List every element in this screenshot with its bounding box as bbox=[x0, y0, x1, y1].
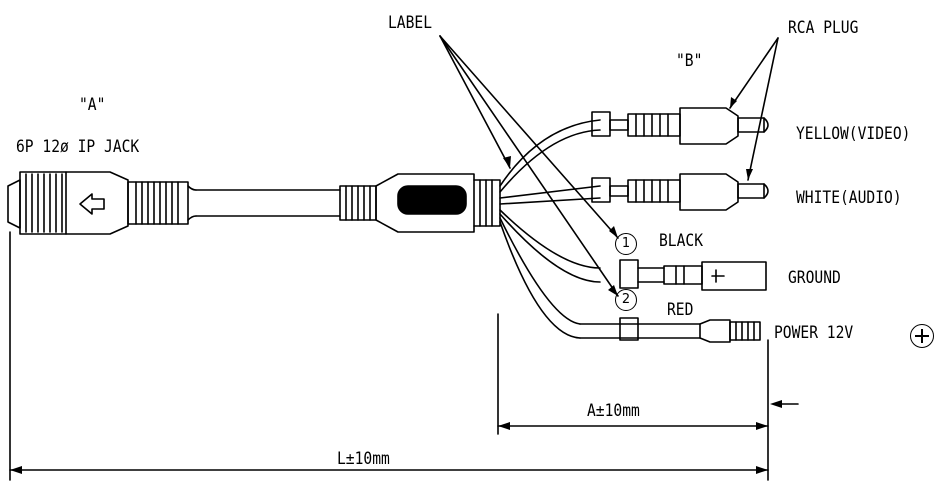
rca-plug-white bbox=[591, 173, 769, 211]
rca-plug-label: RCA PLUG bbox=[788, 18, 859, 38]
jack-label: 6P 12ø IP JACK bbox=[16, 137, 140, 157]
yellow-video-label: YELLOW(VIDEO) bbox=[796, 124, 911, 144]
number-one-marker: 1 bbox=[615, 233, 637, 255]
label-callout: LABEL bbox=[388, 13, 433, 33]
l-dimension-label: L±10mm bbox=[337, 449, 390, 469]
leader-arrowheads bbox=[503, 97, 753, 296]
a-dimension-label: A±10mm bbox=[587, 401, 640, 421]
white-audio-label: WHITE(AUDIO) bbox=[796, 188, 902, 208]
red-wire-label: RED bbox=[667, 300, 694, 320]
ip-jack-connector bbox=[7, 171, 197, 235]
black-wire-label: BLACK bbox=[659, 231, 704, 251]
rca-plug-yellow bbox=[591, 107, 769, 145]
dimension-arrowheads bbox=[10, 400, 782, 474]
power-label: POWER 12V bbox=[774, 323, 854, 343]
dimension-lines bbox=[9, 231, 799, 481]
a-tag-label: "A" bbox=[79, 95, 106, 115]
ground-terminal bbox=[619, 259, 767, 291]
number-two-marker: 2 bbox=[615, 289, 637, 311]
splitter-body bbox=[375, 173, 501, 233]
leader-lines bbox=[439, 35, 779, 297]
plus-icon bbox=[910, 324, 934, 348]
power-connector bbox=[619, 317, 761, 343]
b-tag-label: "B" bbox=[676, 51, 703, 71]
ground-label: GROUND bbox=[788, 268, 841, 288]
main-cable bbox=[195, 185, 377, 221]
